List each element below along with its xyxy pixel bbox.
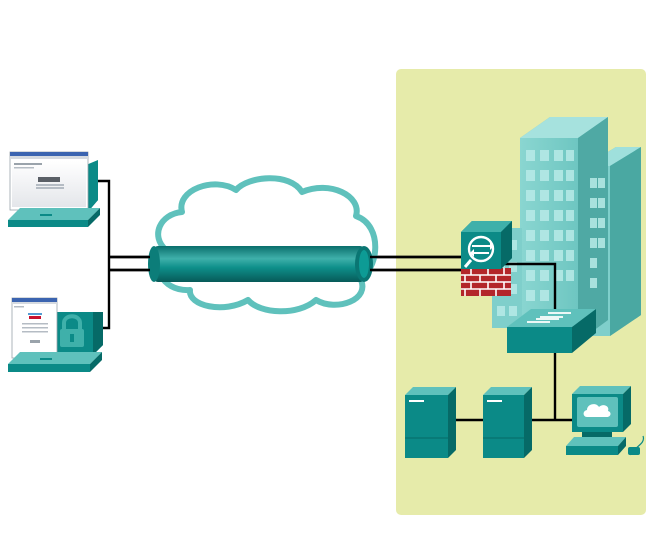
link-laptop-browser	[96, 179, 111, 330]
workstation-icon	[566, 386, 645, 456]
tunnel-pipe-icon	[148, 246, 373, 282]
link-firewall-switch	[500, 262, 557, 316]
firewall-icon	[461, 221, 512, 296]
laptop-lock-icon	[8, 297, 103, 372]
building-icon	[492, 117, 641, 342]
server-icon	[405, 387, 456, 458]
server-icon	[483, 387, 532, 458]
cloud-icon	[155, 175, 379, 315]
switch-icon	[507, 309, 596, 353]
laptop-icon	[8, 151, 100, 227]
